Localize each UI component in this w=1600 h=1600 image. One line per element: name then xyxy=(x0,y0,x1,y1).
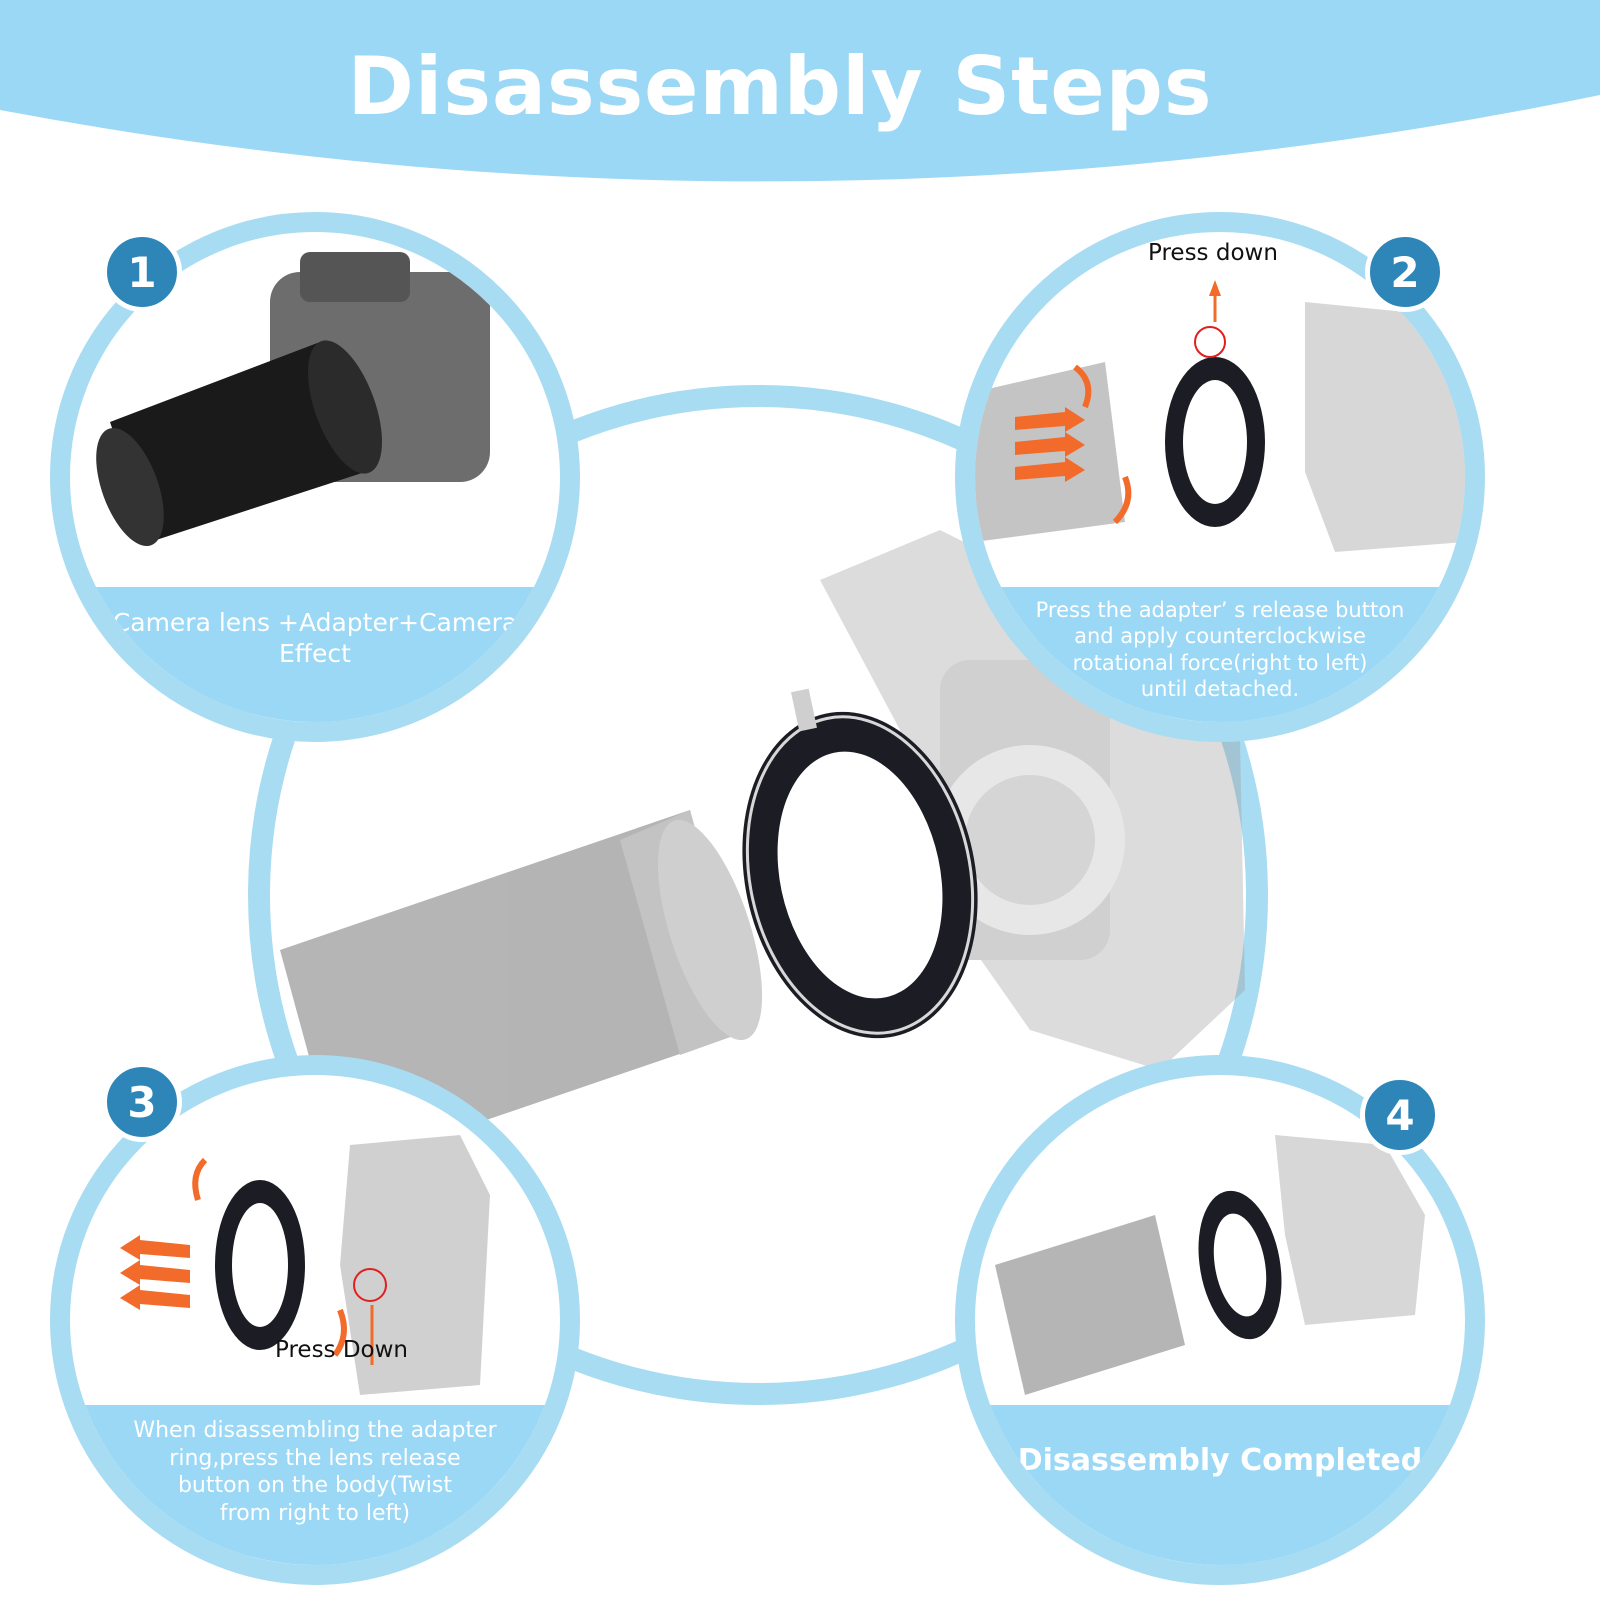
step-2-caption: Press the adapter’ s release button and … xyxy=(1035,598,1405,701)
center-exploded-view xyxy=(280,530,1245,1170)
step-1-badge: 1 xyxy=(102,232,182,312)
step-4-badge: 4 xyxy=(1360,1075,1440,1155)
step-3-badge: 3 xyxy=(102,1062,182,1142)
disassembled-parts-illustration xyxy=(995,1135,1425,1395)
press-body-release-illustration xyxy=(120,1135,490,1395)
press-down-label-step-3: Press Down xyxy=(275,1337,409,1363)
press-down-label-step-2: Press down xyxy=(1148,240,1278,266)
detach-adapter-illustration xyxy=(975,280,1465,552)
step-3-caption: When disassembling the adapter ring,pres… xyxy=(133,1418,497,1526)
header-band xyxy=(0,0,1600,182)
step-2-badge: 2 xyxy=(1365,232,1445,312)
step-1-caption: Camera lens +Adapter+Camera Effect xyxy=(112,608,518,669)
step-2-caption-band: Press the adapter’ s release button and … xyxy=(975,587,1465,722)
step-4-caption-band: Disassembly Completed xyxy=(975,1405,1465,1565)
step-4-caption: Disassembly Completed xyxy=(1017,1443,1423,1478)
step-1-caption-band: Camera lens +Adapter+Camera Effect xyxy=(70,587,560,722)
adapter-ring xyxy=(742,688,978,1039)
step-3-caption-band: When disassembling the adapter ring,pres… xyxy=(70,1405,560,1565)
page-title: Disassembly Steps xyxy=(347,40,1213,133)
camera-with-lens-illustration xyxy=(96,252,490,547)
